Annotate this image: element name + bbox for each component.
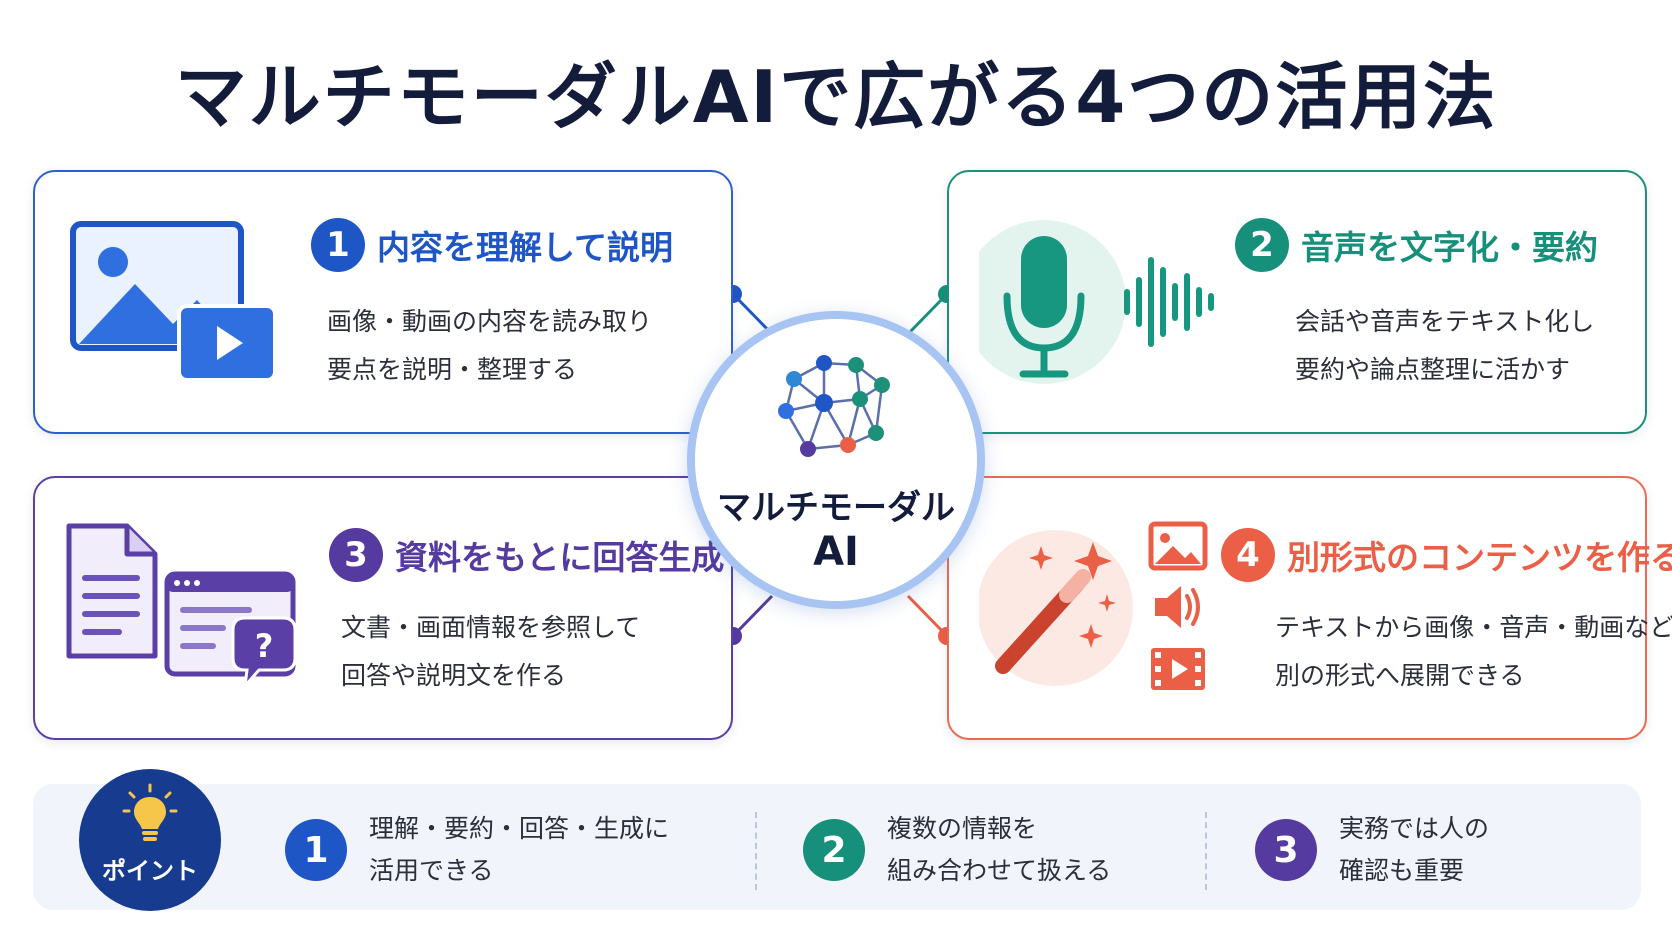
key-points-panel: ポイント 1 理解・要約・回答・生成に 活用できる 2 複数の情報を 組み合わせ…	[33, 769, 1641, 911]
point-number-badge: 2	[803, 819, 865, 881]
point-text: 実務では人の 確認も重要	[1339, 808, 1489, 892]
point-item: 3 実務では人の 確認も重要	[1255, 808, 1489, 892]
point-item: 1 理解・要約・回答・生成に 活用できる	[285, 808, 669, 892]
card-description: 画像・動画の内容を読み取り 要点を説明・整理する	[327, 298, 652, 394]
card-answer-generation: ? 3 資料をもとに回答生成 文書・画面情報を参照して 回答や説明文を作る	[33, 476, 733, 740]
point-item: 2 複数の情報を 組み合わせて扱える	[803, 808, 1111, 892]
description-line: 回答や説明文を作る	[341, 661, 567, 690]
point-line: 理解・要約・回答・生成に	[369, 814, 670, 843]
card-title: 音声を文字化・要約	[1301, 228, 1598, 267]
center-label: マルチモーダル	[717, 488, 955, 528]
page-title: マルチモーダルAIで広がる4つの活用法	[174, 55, 1498, 139]
card-heading: 2 音声を文字化・要約	[1235, 218, 1598, 272]
divider	[1205, 812, 1207, 890]
point-line: 活用できる	[369, 856, 494, 885]
lightbulb-icon	[122, 783, 178, 851]
card-format-conversion: 4 別形式のコンテンツを作る テキストから画像・音声・動画など 別の形式へ展開で…	[947, 476, 1672, 740]
microphone-waveform-icon	[962, 212, 1229, 396]
step-number-badge: 2	[1235, 218, 1289, 272]
description-line: テキストから画像・音声・動画など	[1275, 613, 1672, 642]
image-video-icon	[69, 220, 279, 392]
card-understand-explain: 1 内容を理解して説明 画像・動画の内容を読み取り 要点を説明・整理する	[33, 170, 733, 434]
connector-3	[731, 594, 774, 638]
card-description: 会話や音声をテキスト化し 要約や論点整理に活かす	[1295, 298, 1594, 394]
divider	[755, 812, 757, 890]
svg-text:?: ?	[255, 627, 274, 665]
card-transcribe-summarize: 2 音声を文字化・要約 会話や音声をテキスト化し 要約や論点整理に活かす	[947, 170, 1647, 434]
description-line: 文書・画面情報を参照して	[341, 613, 641, 642]
magic-wand-media-icon	[977, 518, 1209, 702]
points-badge: ポイント	[79, 769, 221, 911]
document-question-icon: ?	[63, 518, 303, 702]
point-number-badge: 3	[1255, 819, 1317, 881]
brain-network-icon	[774, 355, 900, 463]
step-number-badge: 4	[1221, 528, 1275, 582]
connector-4	[906, 594, 949, 638]
card-title: 別形式のコンテンツを作る	[1287, 538, 1672, 577]
point-line: 組み合わせて扱える	[887, 856, 1112, 885]
description-line: 要約や論点整理に活かす	[1295, 355, 1571, 384]
point-text: 理解・要約・回答・生成に 活用できる	[369, 808, 669, 892]
point-line: 実務では人の	[1339, 814, 1490, 843]
card-heading: 4 別形式のコンテンツを作る	[1221, 528, 1672, 582]
point-number-badge: 1	[285, 819, 347, 881]
card-title: 内容を理解して説明	[377, 228, 674, 267]
card-description: テキストから画像・音声・動画など 別の形式へ展開できる	[1275, 604, 1672, 700]
center-label-ai: AI	[813, 529, 859, 575]
description-line: 別の形式へ展開できる	[1275, 661, 1525, 690]
card-heading: 3 資料をもとに回答生成	[329, 528, 724, 582]
step-number-badge: 3	[329, 528, 383, 582]
points-badge-label: ポイント	[102, 857, 198, 885]
point-line: 確認も重要	[1339, 856, 1465, 885]
step-number-badge: 1	[311, 218, 365, 272]
description-line: 会話や音声をテキスト化し	[1295, 307, 1595, 336]
description-line: 要点を説明・整理する	[327, 355, 578, 384]
card-title: 資料をもとに回答生成	[395, 538, 725, 577]
card-heading: 1 内容を理解して説明	[311, 218, 673, 272]
description-line: 画像・動画の内容を読み取り	[327, 307, 653, 336]
card-description: 文書・画面情報を参照して 回答や説明文を作る	[341, 604, 640, 700]
connector-2	[906, 292, 949, 336]
point-line: 複数の情報を	[887, 814, 1038, 843]
point-text: 複数の情報を 組み合わせて扱える	[887, 808, 1111, 892]
center-hub: マルチモーダル AI	[687, 311, 985, 609]
